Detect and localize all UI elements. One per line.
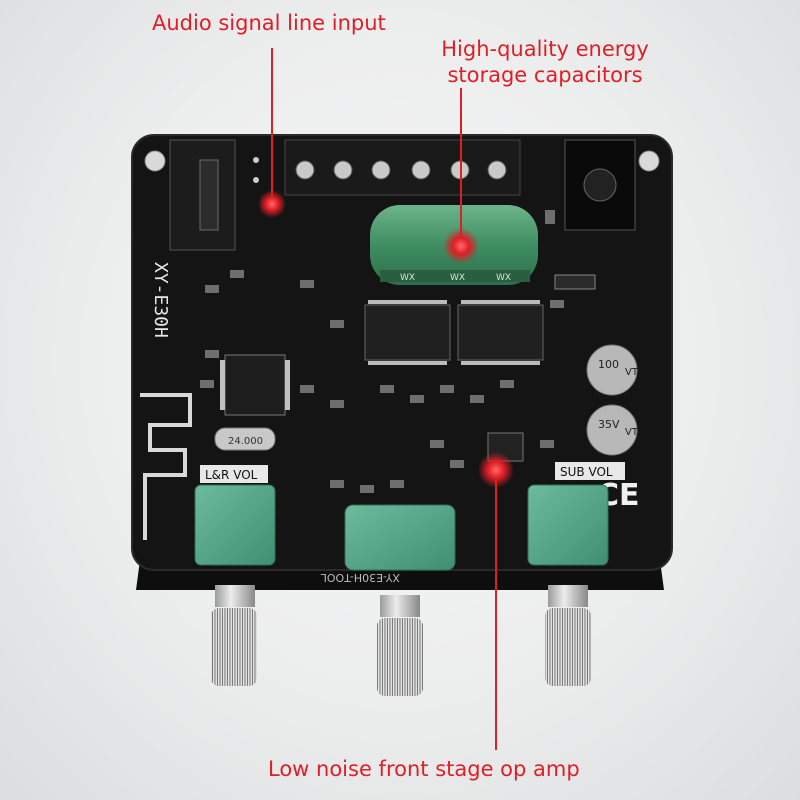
crystal-label: 24.000 (228, 436, 263, 447)
lr-vol-label: L&R VOL (205, 468, 258, 482)
cap-rating: 100 (598, 358, 619, 371)
opamp-callout: Low noise front stage op amp (268, 757, 580, 781)
pin-icon (253, 157, 259, 163)
lr-vol-label-bg (200, 465, 268, 483)
sub-vol-pot (527, 484, 609, 566)
shaft-nut (215, 585, 255, 607)
cap-rating: 35V (598, 418, 620, 431)
capacitor-brand: WX (496, 273, 511, 283)
amp-chip (364, 304, 451, 361)
crystal-oscillator (214, 427, 276, 451)
treble-knob[interactable] (377, 618, 423, 696)
capacitor-callout: High-quality energy storage capacitors (441, 37, 649, 87)
smd-capacitor (586, 404, 638, 456)
shaft-nut (380, 595, 420, 617)
lr-vol-knob[interactable] (211, 608, 257, 686)
audio-hotspot-icon (258, 190, 286, 218)
sub-vol-label-bg (555, 462, 625, 480)
opamp-hotspot-icon (478, 452, 514, 488)
antenna-trace (140, 393, 192, 540)
smd-capacitor (586, 344, 638, 396)
bluetooth-chip (224, 354, 286, 416)
capacitor-hotspot-icon (443, 228, 479, 264)
treble-pot (344, 504, 456, 571)
mount-hole-icon (144, 150, 166, 172)
cap-suffix: VT (625, 367, 639, 378)
pin-icon (253, 177, 259, 183)
capacitor-brand: WX (400, 273, 415, 283)
amp-chip (457, 304, 544, 361)
panel-text: XY-E30H-TOOL (320, 571, 400, 584)
cap-suffix: VT (625, 427, 639, 438)
shaft-nut (548, 585, 588, 607)
sub-vol-knob[interactable] (545, 608, 591, 686)
mount-hole-icon (638, 150, 660, 172)
screw-terminal (284, 139, 521, 196)
board-model: XY-E30H (150, 262, 171, 338)
audio-input-callout: Audio signal line input (152, 11, 386, 35)
capacitor-brand: WX (450, 273, 465, 283)
sub-vol-label: SUB VOL (560, 465, 613, 479)
lr-vol-pot (194, 484, 276, 566)
